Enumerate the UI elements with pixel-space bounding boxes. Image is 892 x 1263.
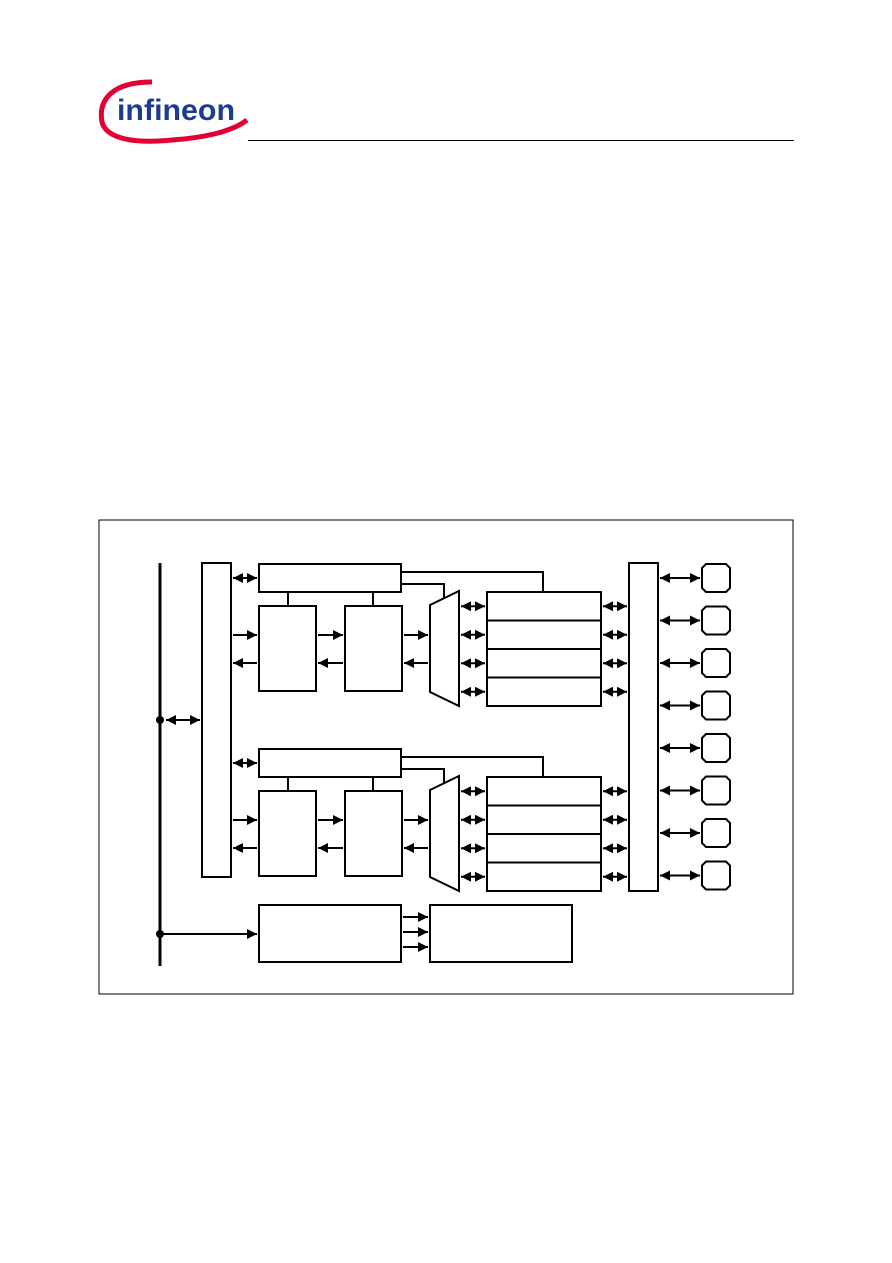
output-block [429, 904, 573, 963]
port-pin-8 [660, 860, 731, 891]
group-control-register [258, 748, 402, 778]
register-3 [486, 648, 602, 679]
port-pin-5 [660, 733, 731, 763]
port-pin-7 [660, 818, 731, 848]
multiplexer [429, 589, 460, 708]
port-pin-3 [660, 648, 731, 678]
control-to-mux-link [401, 583, 445, 598]
control-to-register-link [401, 571, 544, 592]
bus-node-upper [156, 716, 164, 724]
port-interface-block [628, 562, 659, 892]
register-1 [486, 591, 602, 622]
group-control-register [258, 563, 402, 593]
data-block-a [258, 790, 317, 877]
port-pin-2 [660, 605, 731, 636]
pin-pad [701, 563, 731, 593]
channel-group-1 [233, 563, 627, 708]
port-pin-1 [660, 563, 731, 593]
port-pins [660, 563, 731, 891]
register-2 [486, 619, 602, 650]
pin-pad [701, 648, 731, 678]
channel-group-2 [233, 748, 627, 893]
data-block-a [258, 605, 317, 692]
pin-pad [701, 605, 731, 636]
pin-pad [701, 690, 731, 721]
pin-pad [701, 733, 731, 763]
pin-pad [701, 818, 731, 848]
pin-pad [701, 775, 731, 806]
data-block-b [344, 605, 403, 692]
control-block [258, 904, 402, 963]
control-to-register-link [401, 756, 544, 777]
register-4 [486, 676, 602, 707]
pin-pad [701, 860, 731, 891]
control-to-mux-link [401, 768, 445, 783]
diagram-frame [98, 519, 794, 995]
header-rule [248, 140, 794, 141]
port-pin-4 [660, 690, 731, 721]
data-block-b [344, 790, 403, 877]
register-3 [486, 833, 602, 864]
logo-wordmark: infineon [117, 94, 235, 127]
multiplexer [429, 774, 460, 893]
bus-node-lower [156, 930, 164, 938]
infineon-logo: infineon [98, 79, 249, 144]
channel-groups [233, 563, 627, 893]
logo-swoosh-red [98, 79, 249, 144]
register-1 [486, 776, 602, 807]
register-2 [486, 804, 602, 835]
register-4 [486, 861, 602, 892]
port-pin-6 [660, 775, 731, 806]
bus-interface-block [201, 562, 232, 878]
